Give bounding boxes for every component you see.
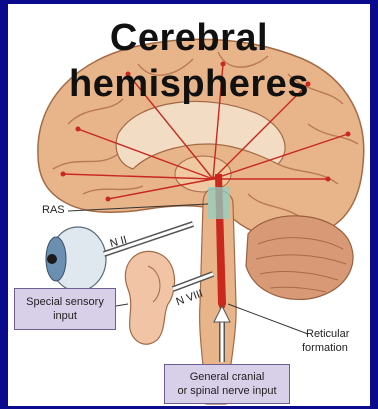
title-line-1: Cerebral [8, 18, 370, 58]
special-sensory-box: Special sensory input [14, 288, 116, 330]
ras-label: RAS [42, 204, 65, 217]
ear-illustration [125, 251, 174, 344]
reticular-leader [228, 304, 308, 334]
special-box-leader [116, 304, 128, 306]
reticular-label-line-2: formation [302, 342, 348, 355]
diagram-panel: Cerebral hemispheres RAS N II N VIII Ret… [8, 4, 370, 406]
special-sensory-line-1: Special sensory [26, 295, 104, 309]
thalamus [175, 156, 231, 192]
reticular-label-line-1: Reticular [306, 328, 349, 341]
general-input-line-2: or spinal nerve input [177, 384, 276, 398]
ras-region [208, 187, 230, 219]
general-input-box: General cranial or spinal nerve input [164, 364, 290, 404]
special-sensory-line-2: input [53, 309, 77, 323]
general-input-line-1: General cranial [190, 370, 265, 384]
eye-illustration [46, 227, 106, 291]
title-line-2: hemispheres [8, 64, 370, 104]
